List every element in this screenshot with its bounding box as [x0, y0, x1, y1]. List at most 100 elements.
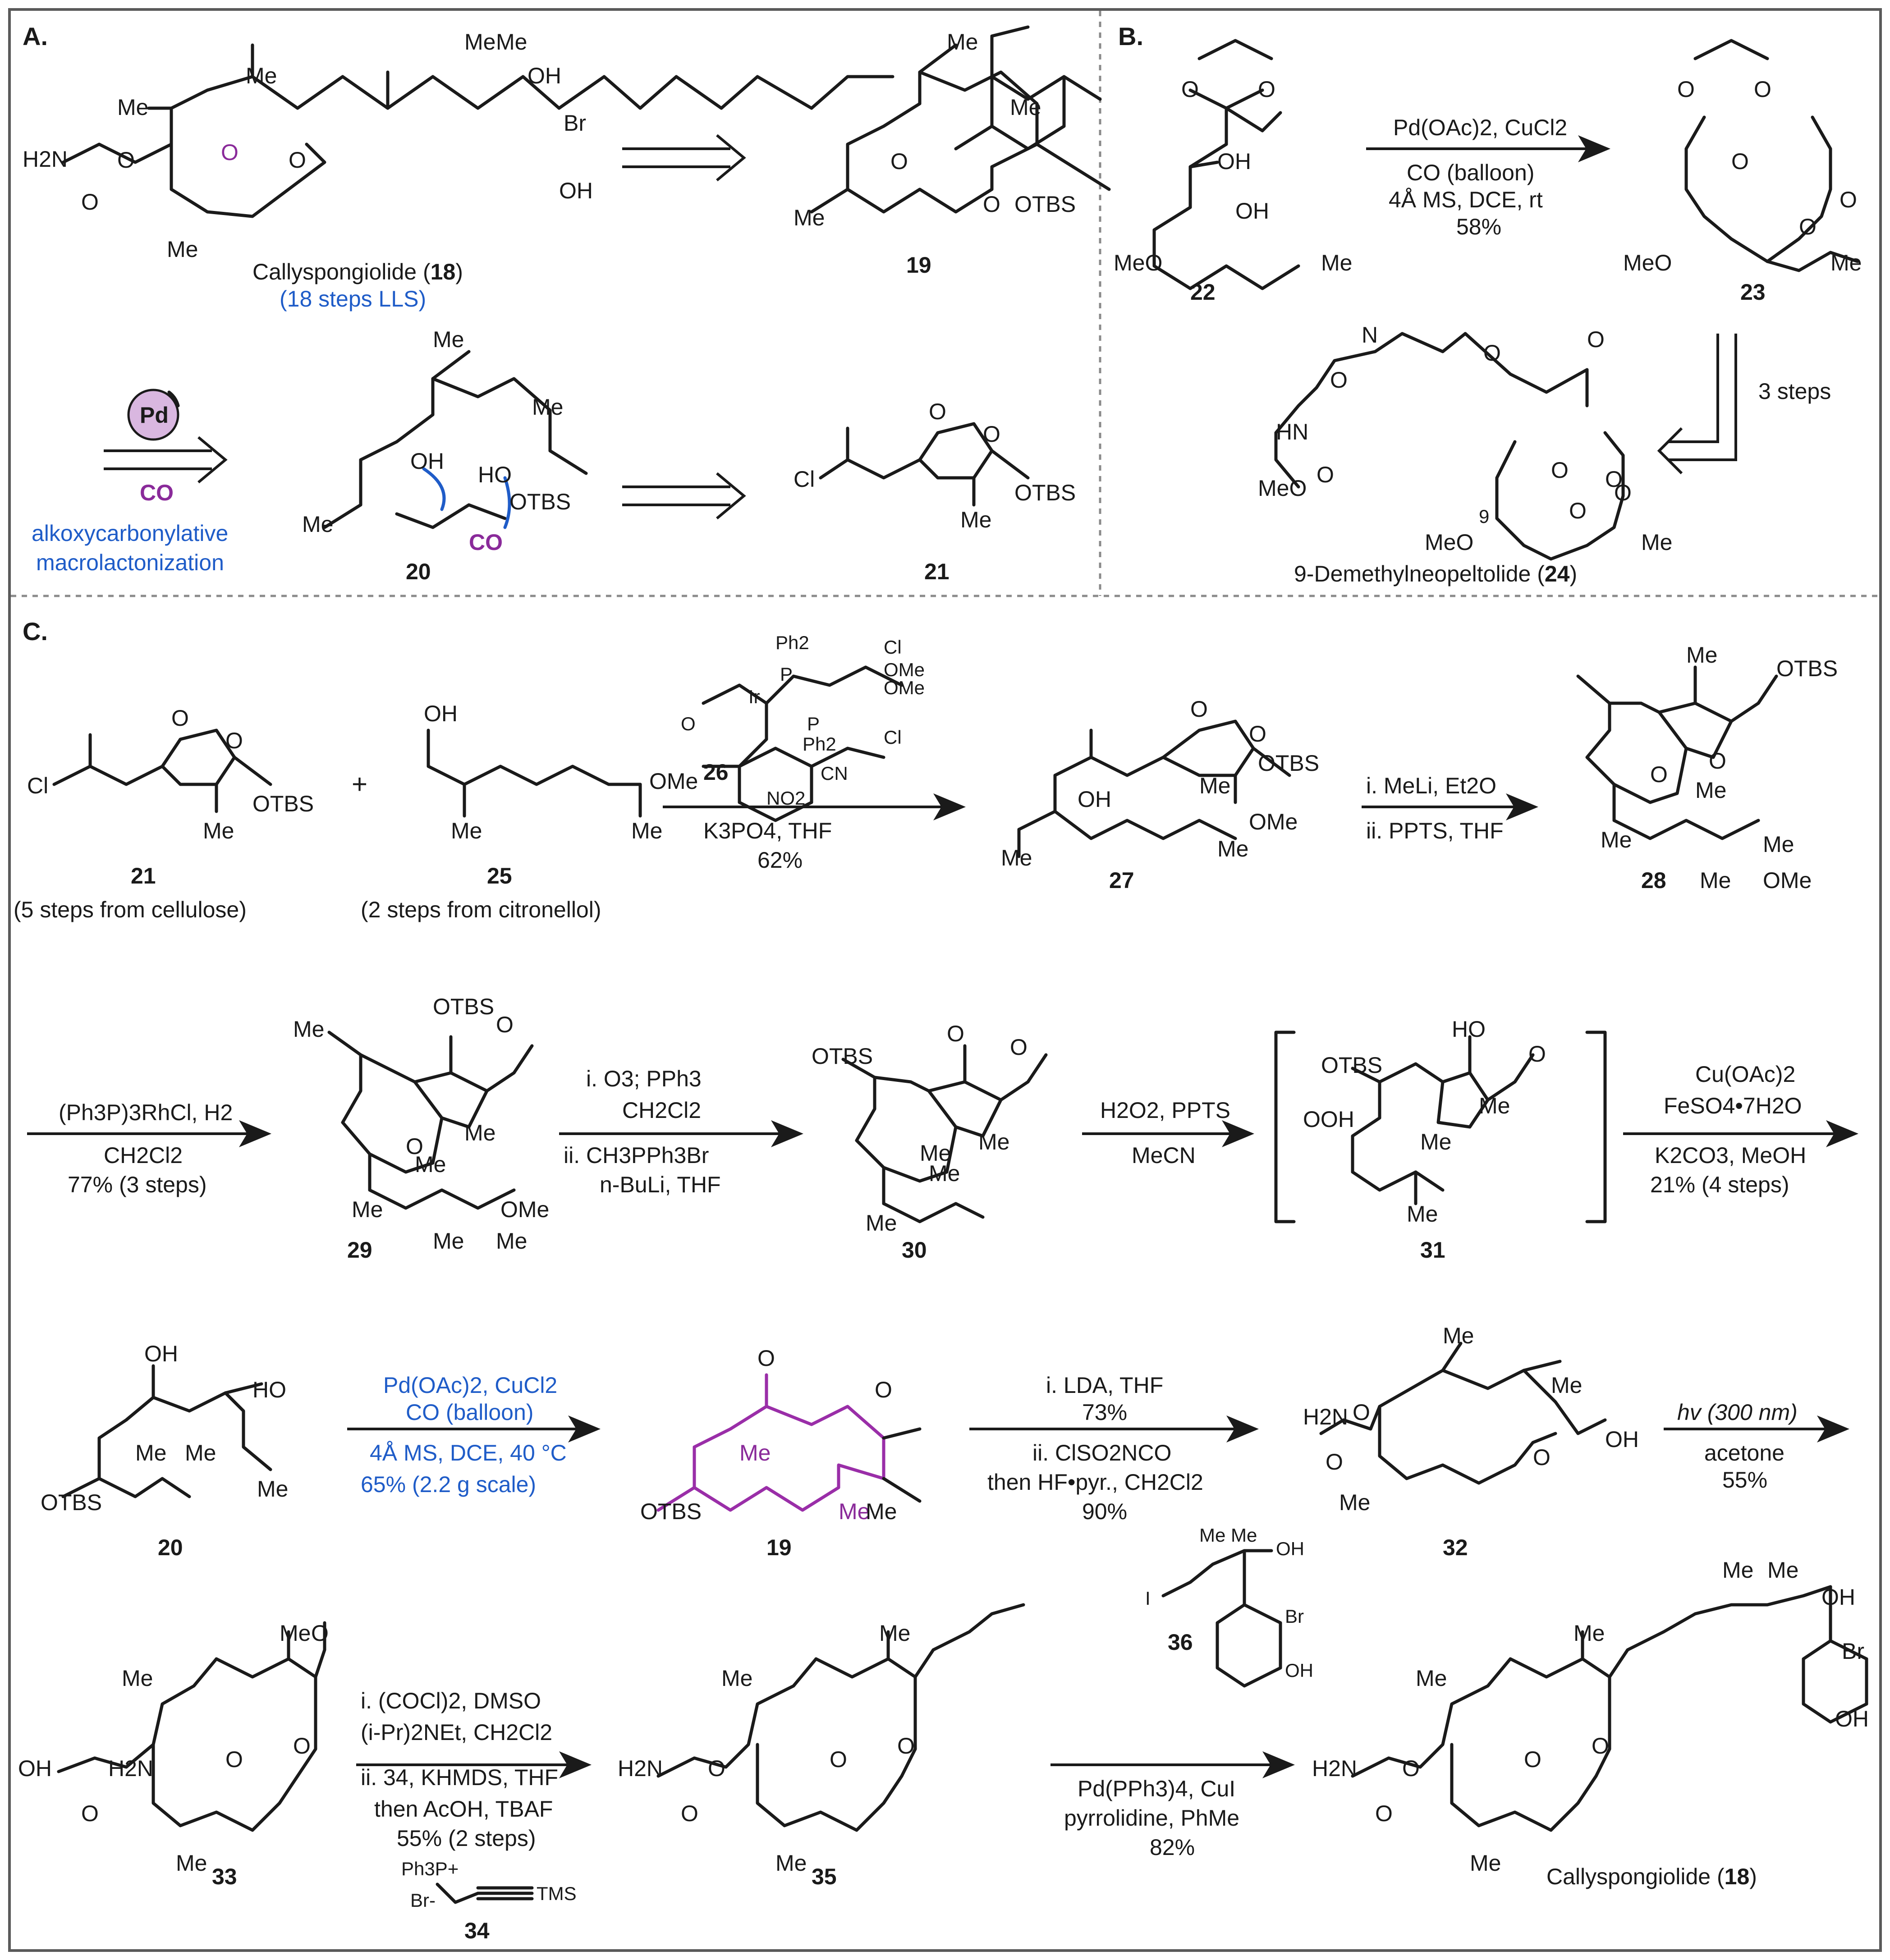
group-otbs-19c: Me [866, 1499, 897, 1524]
compound-label-27: 27 [1109, 868, 1134, 893]
group-i-36: I [1145, 1588, 1151, 1609]
group-me-21a: Me [960, 507, 991, 532]
compound-label-21c: 21 [131, 863, 156, 888]
group-br-36: Br [1285, 1606, 1304, 1627]
group-ho-20c: Me [185, 1440, 216, 1465]
group-o-30-2: Me [978, 1129, 1009, 1154]
group-otbs-20c: Me [257, 1476, 288, 1502]
group-me-29-5: OMe [500, 1197, 549, 1222]
group-ome-26-1: OMe [884, 659, 925, 680]
group-ooh-31: Me [1420, 1129, 1451, 1154]
step4-line2: CH2Cl2 [622, 1098, 701, 1123]
locant-9: 9 [1479, 506, 1489, 527]
group-o-a4: O [289, 147, 306, 173]
group-o-35-4: O [897, 1733, 915, 1759]
group-oh-22-2: OH [1235, 198, 1269, 224]
group-me-28-1: Me [1686, 642, 1717, 668]
step6-line2: FeSO4•7H2O [1664, 1093, 1802, 1118]
group-me-30-4: Me [866, 1210, 897, 1236]
group-me-29-4: Me [352, 1197, 383, 1222]
group-o-19a-1: O [890, 149, 908, 174]
step6-line4: 21% (4 steps) [1650, 1172, 1789, 1197]
group-oh-18c-1: OH [1821, 1584, 1855, 1610]
step1-line2: 62% [757, 847, 803, 873]
group-otbs-20a: OTBS [509, 489, 571, 514]
group-o-23-1: O [1677, 77, 1695, 102]
step10-line1: i. (COCl)2, DMSO [361, 1688, 541, 1713]
step6-line3: K2CO3, MeOH [1655, 1143, 1806, 1168]
group-o-19c-1: Me [739, 1440, 771, 1465]
group-o-a1: O [117, 147, 135, 173]
compound-label-31: 31 [1420, 1237, 1445, 1263]
group-oh-20a: OH [410, 449, 444, 474]
group-o-24-3: O [1587, 327, 1605, 352]
group-meo-24-2: MeO [1425, 530, 1473, 555]
group-o-24-8: O [1614, 480, 1632, 505]
group-me-25-2: Me [631, 818, 662, 843]
group-cl-26-1: Cl [884, 637, 902, 658]
group-h2n-a: H2N [23, 147, 68, 172]
group-o-22-1: O [1181, 77, 1199, 102]
group-h2n-18c: H2N [1312, 1756, 1357, 1781]
group-n-24: N [1362, 322, 1378, 348]
panel-label-a: A. [23, 22, 48, 50]
group-me-32-1: Me [1443, 1323, 1474, 1348]
compound-19-structure-c [656, 1373, 922, 1512]
group-o-23-2: O [1754, 77, 1771, 102]
group-o-23-4: O [1799, 214, 1817, 239]
group-o-33-2: O [81, 1801, 99, 1826]
pd-catalyst-icon [127, 389, 180, 441]
step2-line1: i. MeLi, Et2O [1366, 773, 1496, 798]
group-me-a1: Me [117, 95, 148, 120]
step4-line3: ii. CH3PPh3Br [564, 1143, 709, 1168]
target-steps-a: (18 steps LLS) [280, 286, 426, 311]
group-me-28-2: Me [1695, 778, 1726, 803]
group-h2n-32: H2N [1303, 1404, 1348, 1429]
group-me-33-3: Me [176, 1850, 207, 1876]
group-o-24-7: O [1605, 467, 1623, 492]
step1-line1: K3PO4, THF [703, 818, 832, 843]
group-otbs-30: O [1010, 1035, 1028, 1060]
compound-35-structure [656, 1603, 1025, 1832]
group-oh-32: OH [1605, 1427, 1639, 1452]
step10-line4: then AcOH, TBAF [374, 1796, 553, 1822]
group-cn-26: CN [821, 763, 848, 784]
group-me-19a-3: Me [794, 205, 825, 230]
group-o-18c-3: O [1524, 1747, 1541, 1772]
group-o-33-1: H2N [108, 1756, 153, 1781]
compound-25-structure [427, 728, 642, 818]
group-me-20c-1: OH [144, 1341, 178, 1366]
group-br-34: Br- [410, 1890, 436, 1911]
group-o-27-1: O [1190, 696, 1208, 722]
group-oh-22-1: OH [1217, 149, 1251, 174]
compound-label-32: 32 [1443, 1535, 1468, 1560]
group-o-18c-1: O [1402, 1756, 1420, 1781]
group-me-23: Me [1830, 250, 1862, 275]
group-me-28-4: Me [1763, 832, 1794, 857]
reagent-b1-1: Pd(OAc)2, CuCl2 [1393, 115, 1567, 140]
group-o-35-2: O [681, 1801, 698, 1826]
step11-line3: 82% [1150, 1835, 1195, 1860]
step7-line4: 65% (2.2 g scale) [361, 1472, 536, 1497]
compound-name-24: 9-Demethylneopeltolide (24) [1294, 561, 1577, 586]
group-oh-33: O [311, 1621, 329, 1646]
group-me-20a-3: Me [302, 512, 333, 537]
group-otbs-27: OTBS [1258, 751, 1319, 776]
compound-33-structure [57, 1621, 326, 1832]
group-me-29-2: OTBS [433, 994, 494, 1019]
compound-note-21c: (5 steps from cellulose) [14, 897, 247, 922]
group-me-30-3: Me [929, 1161, 960, 1186]
compound-28-structure [1576, 665, 1778, 840]
group-oh-20c: Me [135, 1440, 166, 1465]
group-ome-26-2: OMe [884, 677, 925, 698]
compound-label-28: 28 [1641, 868, 1666, 893]
group-p-26-2: P [807, 713, 820, 734]
strategy-line2: macrolactonization [36, 550, 224, 575]
group-me-20c-2: HO [252, 1377, 286, 1402]
group-oh-36-1: OH [1276, 1538, 1304, 1559]
compound-21-structure-c [52, 728, 272, 813]
group-me-18c-3: Me [1470, 1850, 1501, 1876]
group-me-30-2: O [947, 1021, 964, 1046]
plus-sign: + [352, 769, 367, 799]
group-tms-34: TMS [537, 1883, 577, 1904]
